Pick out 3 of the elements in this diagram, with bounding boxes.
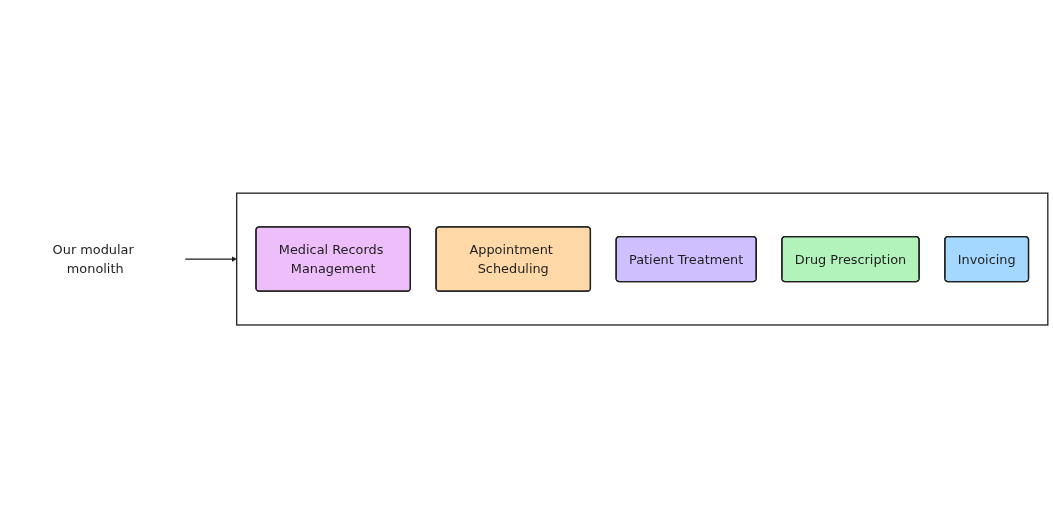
cluster [236,192,1049,327]
arrow [184,256,237,263]
node-text: Our modular monolith [52,242,134,277]
